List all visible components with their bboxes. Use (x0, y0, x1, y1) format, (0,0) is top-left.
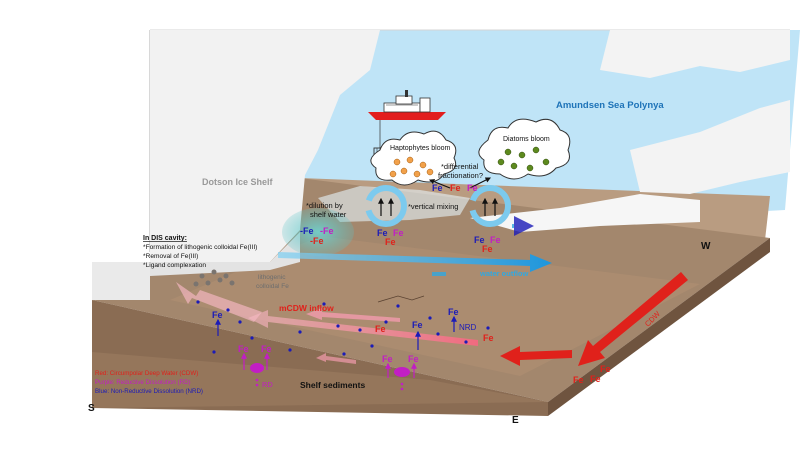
diatoms-label: Diatoms bloom (503, 136, 550, 143)
cavity-item-3: *Ligand complexation (143, 262, 206, 269)
compass-south: S (88, 403, 95, 414)
research-ship (368, 90, 446, 157)
fe-surface-red: Fe (450, 183, 461, 193)
fe-ring2-blue: Fe (474, 235, 485, 245)
rd-label: RD (262, 380, 273, 389)
cavity-title: In DIS cavity: (143, 235, 187, 242)
mcdw-inflow-arrow-main (248, 310, 478, 346)
sediment-band (170, 236, 700, 376)
fe-rd-4: Fe (408, 354, 419, 364)
haptophyte-cells (389, 156, 434, 178)
legend-nrd: Blue: Non-Reductive Dissolution (NRD) (95, 388, 203, 395)
rd-arrow-right (385, 362, 417, 378)
outflow-label: water outflow (479, 269, 528, 278)
legend-cdw: Red: Circumpolar Deep Water (CDW) (95, 370, 198, 377)
dilution-label-2: shelf water (310, 210, 347, 219)
dilution-label-1: *dilution by (306, 201, 343, 210)
compass-east: E (512, 415, 519, 426)
left-ice-cliff (92, 262, 150, 300)
mixing-ring-2 (469, 185, 511, 227)
neg-fe-purple: -Fe (320, 226, 334, 236)
fe-surface-blue: Fe (432, 183, 443, 193)
nrd-label: NRD (459, 323, 477, 332)
ice-shelf-front (150, 232, 300, 276)
fe-ring1-blue: Fe (377, 228, 388, 238)
neg-fe-red: -Fe (310, 236, 324, 246)
fe-rd-3: Fe (382, 354, 393, 364)
water-outflow-arrow (278, 252, 552, 272)
rd-blob-right (394, 367, 410, 377)
dilution-patch (282, 208, 354, 256)
cavity-item-2: *Removal of Fe(III) (143, 253, 198, 260)
sea-ice-top (600, 30, 790, 78)
diatom-cells (497, 146, 550, 172)
fe-surface-purple: Fe (467, 183, 478, 193)
dotson-ice-shelf (150, 30, 380, 268)
neg-fe-blue: -Fe (300, 226, 314, 236)
arrow-to-haptophytes (428, 179, 451, 189)
legend-rd: Purple: Reductive Dissolution (RD) (95, 379, 191, 386)
mcdw-inflow-arrow-upper (306, 308, 400, 322)
lithogenic-label-1: lithogenic (258, 274, 286, 281)
rd-arrow-left (241, 352, 270, 370)
cdw-entry-arrow (500, 346, 572, 366)
compass-west: W (701, 241, 711, 252)
rd-blob-left (250, 363, 264, 373)
fe-ring1-purple: Fe (393, 228, 404, 238)
haptophytes-label: Haptophytes bloom (390, 145, 450, 152)
fractionation-label-1: *differential (441, 162, 479, 171)
fe-cdw-3: Fe (600, 364, 611, 374)
vertical-mixing-label: *vertical mixing (408, 202, 458, 211)
fe-cdw-2: Fe (590, 374, 601, 384)
seafloor-crack (377, 295, 425, 303)
lithogenic-label-2: colloidal Fe (256, 283, 289, 290)
fe-ring1-red: Fe (385, 237, 396, 247)
nrd-particles (196, 300, 490, 356)
fe-ring2-purple: Fe (490, 235, 501, 245)
sediments-label: Shelf sediments (300, 380, 365, 390)
fe-nrd-3: Fe (448, 307, 459, 317)
mcdw-label: mCDW inflow (279, 303, 334, 313)
fe-cdw-1: Fe (573, 375, 584, 385)
fe-ring2-red: Fe (482, 244, 493, 254)
cavity-item-1: *Formation of lithogenic colloidal Fe(II… (143, 244, 257, 251)
fe-rd-1: Fe (238, 344, 249, 354)
mixing-ring-1 (365, 185, 407, 227)
sea-ice-center (318, 186, 470, 222)
fe-red-mid-1: Fe (375, 324, 386, 334)
fe-red-mid-2: Fe (483, 333, 494, 343)
mcdw-inflow-arrow-left (176, 282, 262, 322)
ice-shelf-label: Dotson Ice Shelf (202, 177, 274, 187)
mcdw-inflow-arrow-lower (316, 353, 356, 364)
sediment-side-face (548, 238, 770, 416)
polynya-label: Amundsen Sea Polynya (556, 100, 664, 111)
fe-nrd-2: Fe (412, 320, 423, 330)
sediment-bottom (92, 352, 548, 408)
rd-sediment-dots (255, 378, 404, 391)
sea-ice-right (630, 100, 790, 194)
arrow-to-diatoms (469, 177, 491, 189)
lithogenic-colloid-dots (193, 269, 235, 287)
outflow-small-mark (432, 272, 446, 276)
fe-rd-2: Fe (261, 344, 272, 354)
fe-nrd-1: Fe (212, 310, 223, 320)
fractionation-label-2: fractionation? (438, 171, 483, 180)
cdw-main-arrow (578, 272, 688, 366)
